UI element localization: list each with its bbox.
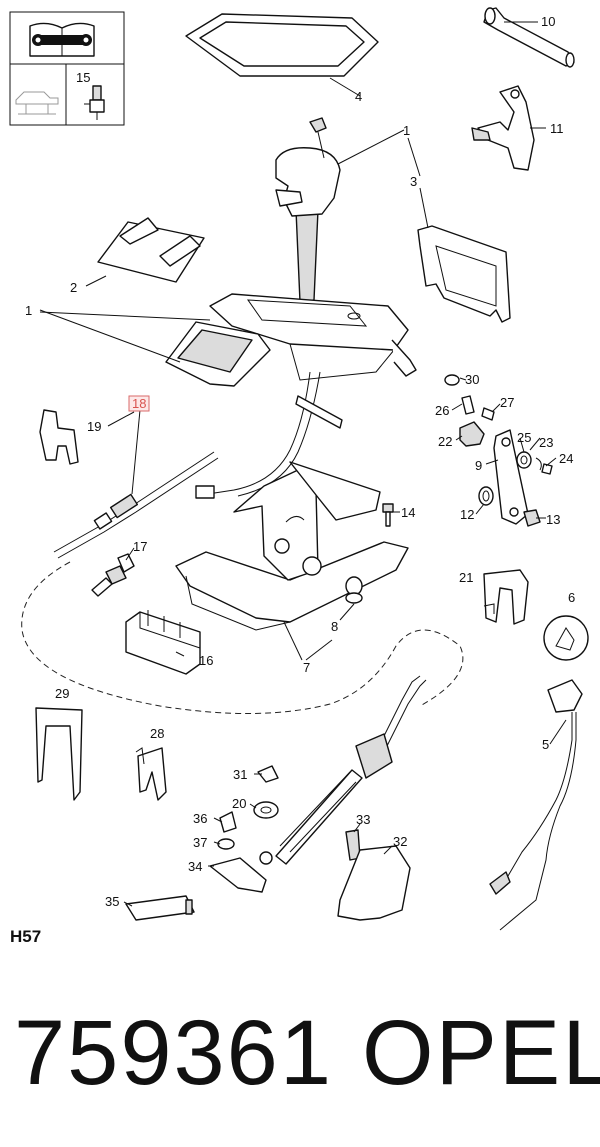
- callout-12: 12: [460, 507, 474, 522]
- callout-18: 18: [132, 396, 146, 411]
- gauge-tool-icon: [84, 85, 105, 120]
- callout-36: 36: [193, 811, 207, 826]
- callout-32: 32: [393, 834, 407, 849]
- callout-22: 22: [438, 434, 452, 449]
- callout-labels: 1 1 2 3 4 5 6 7 8 9 10 11 12 13 14 17 16…: [25, 14, 575, 909]
- callout-1b: 1: [25, 303, 32, 318]
- part-35-plate: [125, 895, 195, 921]
- callout-23: 23: [539, 435, 553, 450]
- callout-26: 26: [435, 403, 449, 418]
- part-25-washer: [516, 451, 532, 469]
- part-34-lever: [209, 857, 267, 893]
- callout-17: 17: [133, 539, 147, 554]
- shift-housing: [209, 293, 417, 381]
- brand-name: OPEL: [362, 1002, 600, 1104]
- callout-4: 4: [355, 89, 362, 104]
- callout-2: 2: [70, 280, 77, 295]
- callout-7: 7: [303, 660, 310, 675]
- callout-14: 14: [401, 505, 415, 520]
- part-3-bracket: [417, 225, 511, 323]
- callout-31: 31: [233, 767, 247, 782]
- part-32-bracket: [337, 845, 411, 921]
- part-37-washer: [217, 838, 235, 850]
- part-23-clip: [535, 457, 542, 471]
- part-27-clip: [481, 407, 495, 421]
- part-12-washer: [478, 486, 494, 506]
- part-36-nut: [219, 811, 237, 833]
- callout-9: 9: [475, 458, 482, 473]
- callout-18-highlight: 18: [128, 395, 150, 412]
- part-24-nut: [541, 463, 553, 475]
- icon-box-label: 15: [76, 70, 90, 85]
- part-13-nut: [523, 509, 541, 527]
- callout-8: 8: [331, 619, 338, 634]
- part-5-switch: [489, 679, 583, 931]
- part-16-connector: [125, 610, 201, 675]
- part-2-pad: [97, 217, 205, 283]
- leader-lines: [39, 21, 567, 907]
- part-20-washer: [253, 801, 279, 819]
- callout-21: 21: [459, 570, 473, 585]
- diagram-code: H57: [10, 927, 41, 946]
- callout-10: 10: [541, 14, 555, 29]
- part-11-lever: [471, 85, 535, 171]
- part-14-screw: [382, 503, 394, 527]
- callout-33: 33: [356, 812, 370, 827]
- callout-35: 35: [105, 894, 119, 909]
- part-1-shift-lever: [275, 117, 341, 303]
- callout-19: 19: [87, 419, 101, 434]
- part-30-nut: [444, 374, 460, 386]
- small-hardware: [444, 374, 553, 527]
- callout-30: 30: [465, 372, 479, 387]
- part-9-strap: [493, 429, 529, 525]
- part-28-clip: [135, 747, 167, 801]
- part-29-bracket: [35, 707, 83, 801]
- part-10-shaft: [483, 7, 575, 68]
- callout-25: 25: [517, 430, 531, 445]
- part-1-gate-cover: [165, 321, 271, 387]
- callout-24: 24: [559, 451, 573, 466]
- callout-34: 34: [188, 859, 202, 874]
- kit-boundary: [21, 561, 464, 714]
- callout-28: 28: [150, 726, 164, 741]
- callout-1: 1: [403, 123, 410, 138]
- part-17-sender: [91, 553, 135, 597]
- manual-icon-box: 15: [9, 11, 125, 126]
- callout-29: 29: [55, 686, 69, 701]
- callout-16: 16: [199, 653, 213, 668]
- part-26-stud: [461, 395, 475, 415]
- selector-cable: [259, 675, 427, 865]
- callout-6: 6: [568, 590, 575, 605]
- part-6-disc: [543, 615, 589, 661]
- part-22-block: [459, 421, 485, 447]
- lower-hardware: [125, 765, 411, 921]
- part-7-base: [175, 461, 409, 631]
- part-number: 759361: [14, 1002, 333, 1104]
- part-4-frame: [185, 13, 379, 77]
- callout-5: 5: [542, 737, 549, 752]
- part-31-clip: [257, 765, 279, 783]
- part-8-bush: [345, 576, 363, 604]
- callout-37: 37: [193, 835, 207, 850]
- vehicle-lift-icon: [15, 91, 59, 115]
- part-18-cable: [53, 451, 219, 559]
- book-wrench-icon: [29, 22, 95, 57]
- callout-20: 20: [232, 796, 246, 811]
- callout-27: 27: [500, 395, 514, 410]
- callout-3: 3: [410, 174, 417, 189]
- part-19-clip: [39, 409, 79, 465]
- part-21-uclip: [483, 569, 529, 625]
- callout-11: 11: [550, 121, 564, 136]
- callout-13: 13: [546, 512, 560, 527]
